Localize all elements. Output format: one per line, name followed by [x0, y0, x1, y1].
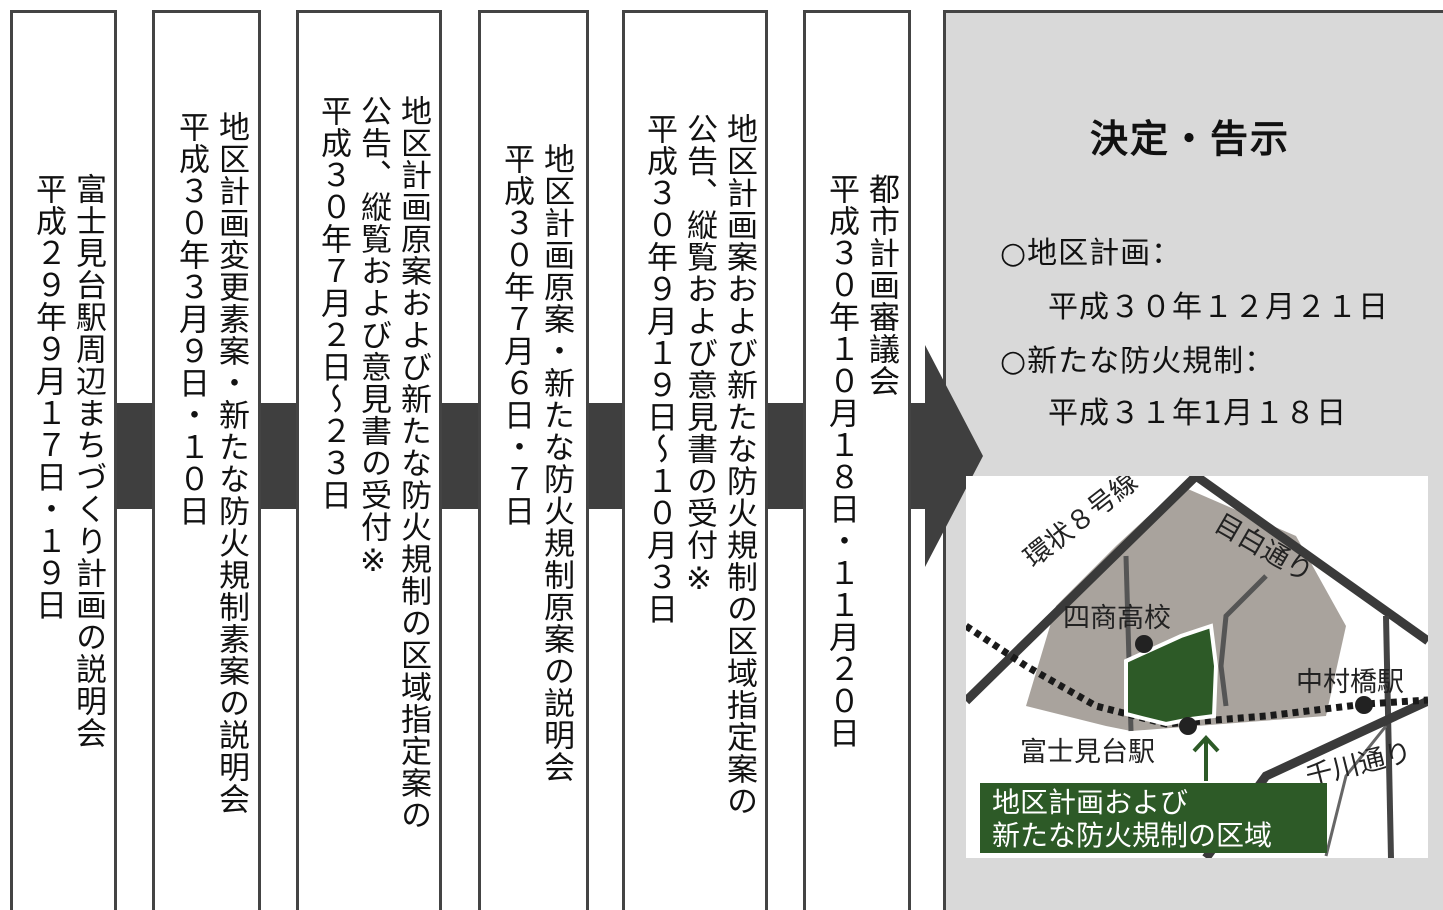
step-5-box: 地区計画案および新たな防火規制の区域指定案の 公告、縦覧および意見書の受付※ 平…: [622, 10, 768, 910]
connector-1: [117, 403, 152, 509]
result-title: 決定・告示: [1090, 117, 1291, 161]
step-3-text: 地区計画原案および新たな防火規制の区域指定案の 公告、縦覧および意見書の受付※ …: [315, 95, 431, 831]
step-4-text: 地区計画原案・新たな防火規制原案の説明会 平成３０年７月６日・７日: [498, 143, 574, 783]
station-label-nakamurabashi: 中村橋駅: [1296, 667, 1404, 698]
legend-line-1: 地区計画および: [992, 786, 1189, 819]
connector-2: [261, 403, 296, 509]
district-area-legend: 地区計画および 新たな防火規制の区域: [980, 783, 1327, 853]
school-label: 四商高校: [1063, 603, 1171, 634]
connector-5: [768, 403, 803, 509]
step-5-text: 地区計画案および新たな防火規制の区域指定案の 公告、縦覧および意見書の受付※ 平…: [641, 113, 757, 817]
result-item2-date: 平成３１年1月１８日: [1048, 396, 1348, 431]
step-1-text: 富士見台駅周辺まちづくり計画の説明会 平成２９年９月１７日・１９日: [30, 173, 106, 749]
connector-3: [442, 403, 478, 509]
map-graphic: [966, 476, 1428, 858]
connector-4: [589, 403, 622, 509]
station-label-fujimidai: 富士見台駅: [1020, 737, 1155, 768]
step-4-box: 地区計画原案・新たな防火規制原案の説明会 平成３０年７月６日・７日: [478, 10, 589, 910]
step-3-box: 地区計画原案および新たな防火規制の区域指定案の 公告、縦覧および意見書の受付※ …: [296, 10, 442, 910]
result-item1-date: 平成３０年１２月２１日: [1048, 290, 1389, 325]
result-item2-label: ○新たな防火規制：: [1000, 344, 1276, 379]
step-2-box: 地区計画変更素案・新たな防火規制素案の説明会 平成３０年３月９日・１０日: [152, 10, 261, 910]
step-2-text: 地区計画変更素案・新たな防火規制素案の説明会 平成３０年３月９日・１０日: [173, 111, 249, 815]
step-6-box: 都市計画審議会 平成３０年１０月１８日・１１月２０日: [803, 10, 911, 910]
step-1-box: 富士見台駅周辺まちづくり計画の説明会 平成２９年９月１７日・１９日: [10, 10, 117, 910]
step-6-text: 都市計画審議会 平成３０年１０月１８日・１１月２０日: [823, 173, 899, 749]
legend-line-2: 新たな防火規制の区域: [992, 819, 1273, 852]
result-item1-label: ○地区計画：: [1000, 236, 1183, 271]
